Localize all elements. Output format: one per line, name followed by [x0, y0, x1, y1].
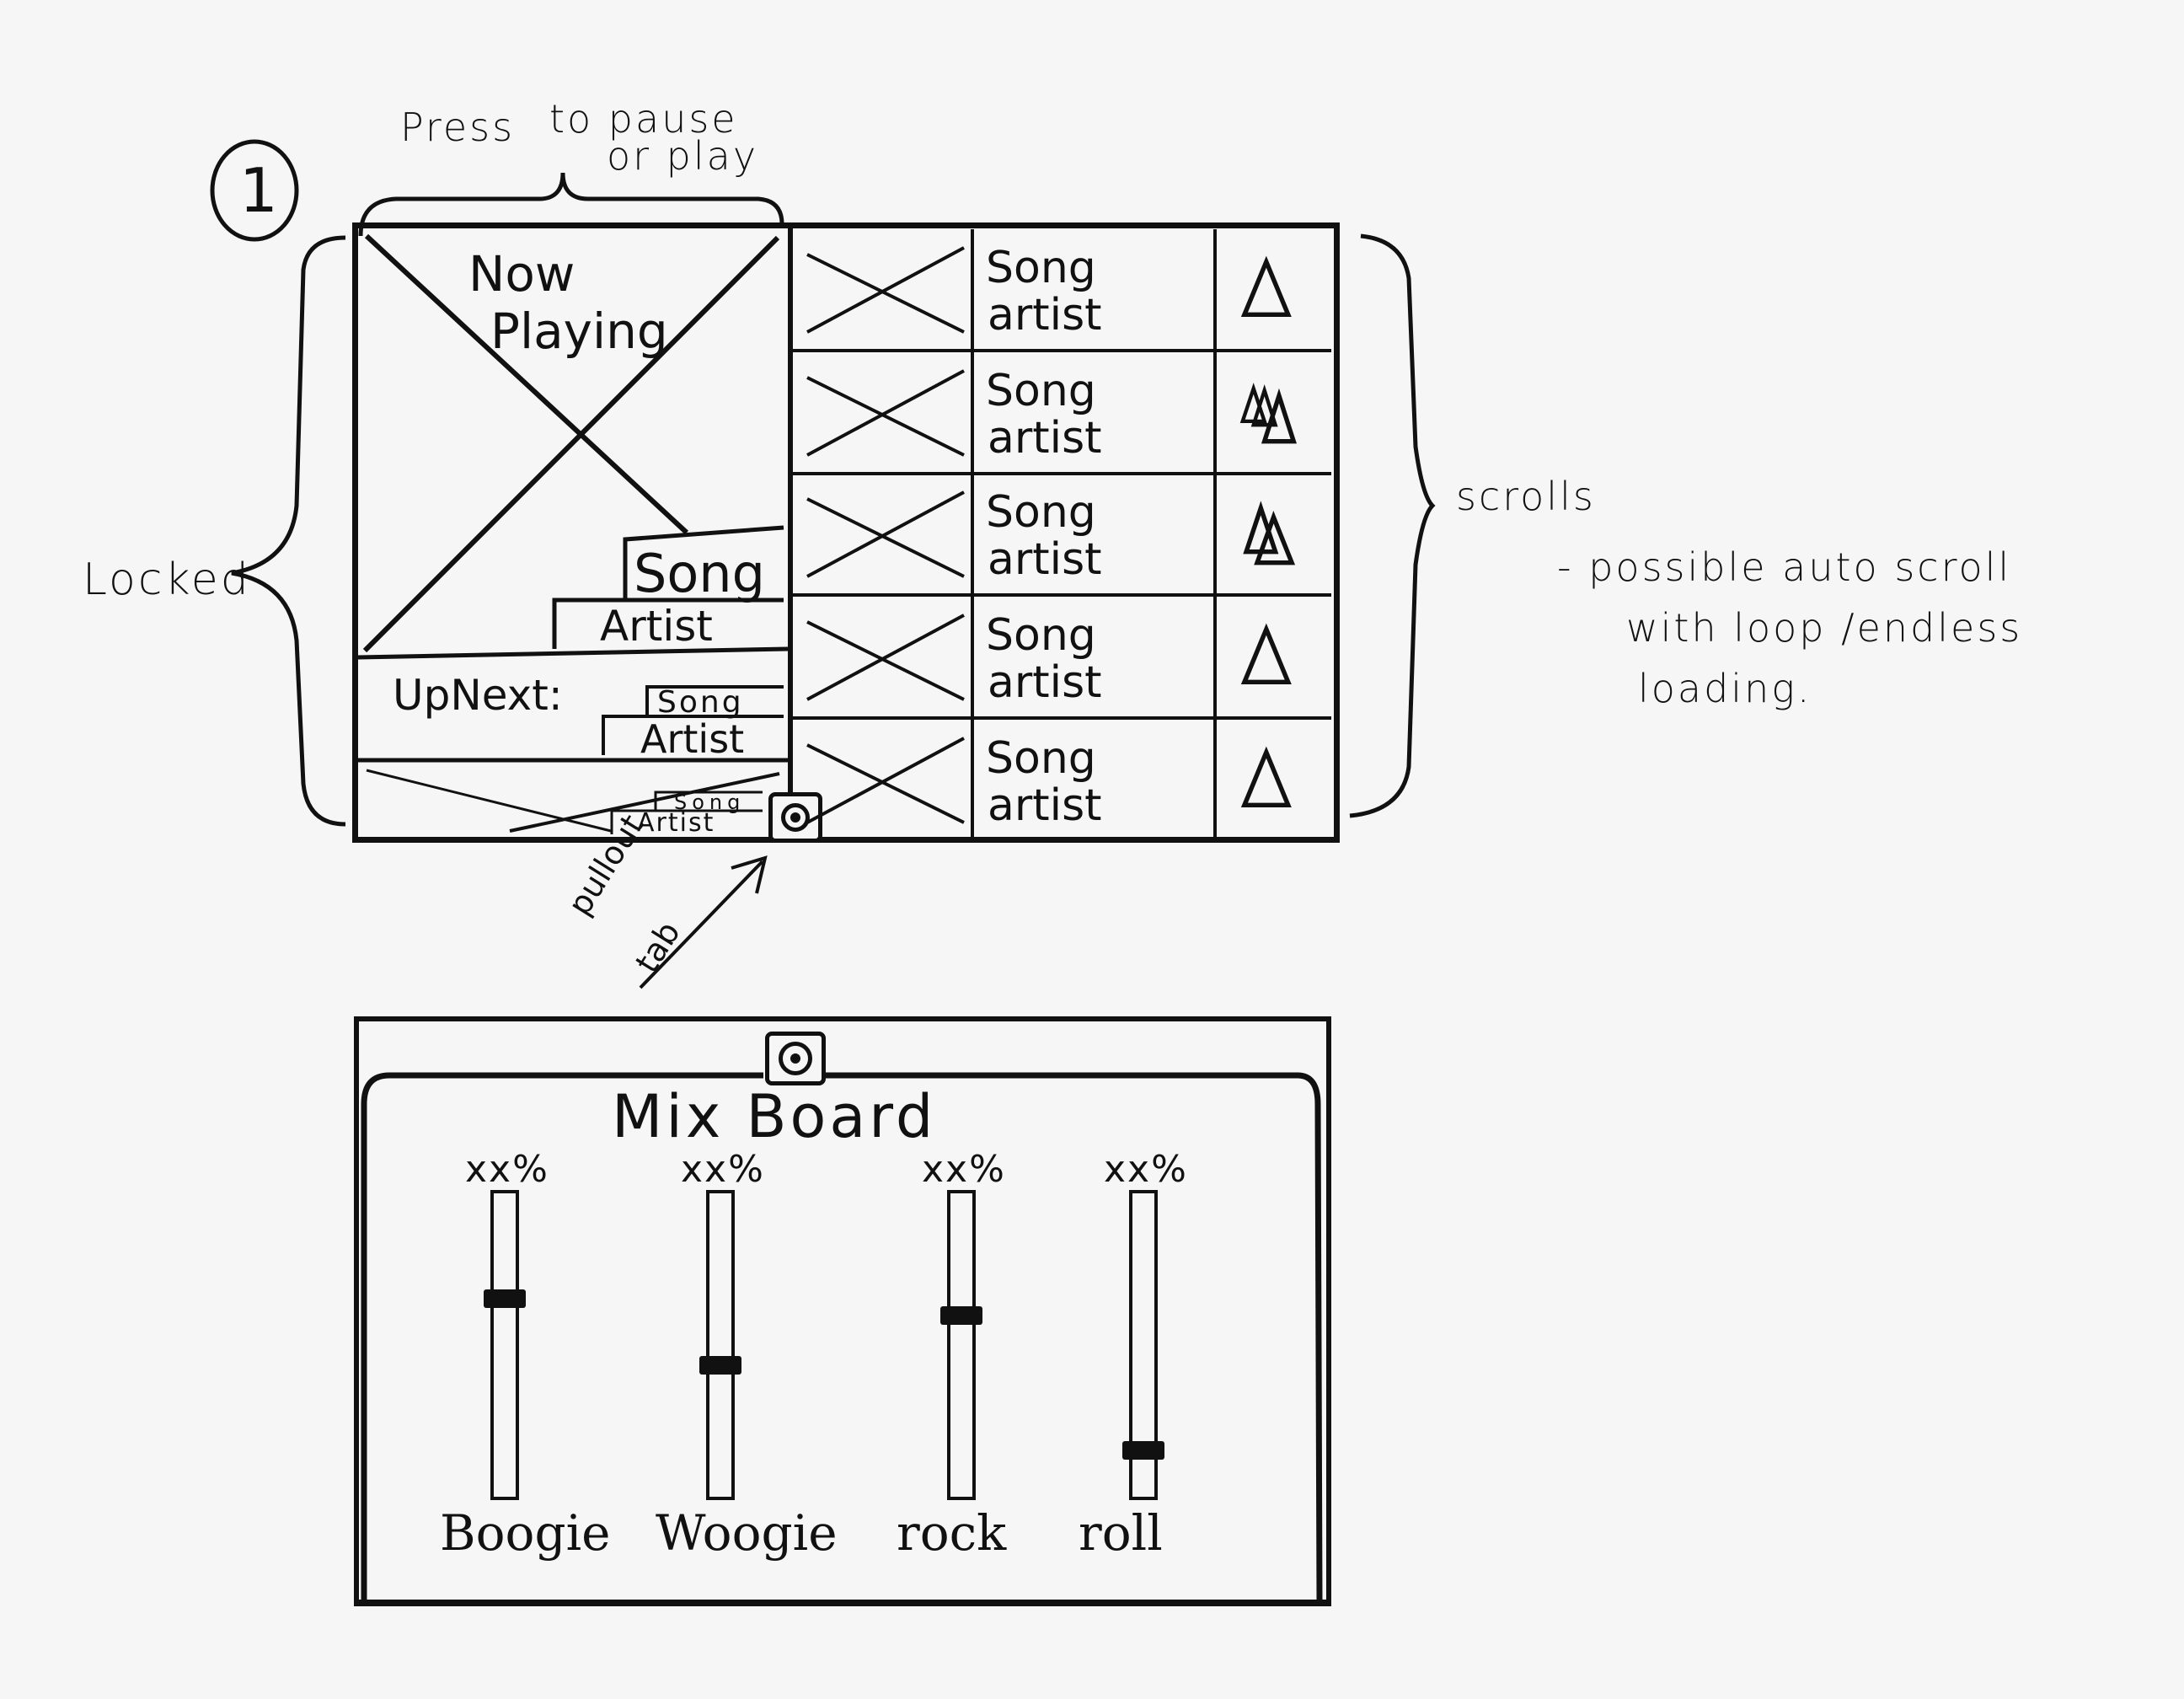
panel-divider — [788, 228, 793, 839]
now-playing-artwork[interactable] — [358, 229, 786, 657]
annotation-or-play: or play — [607, 133, 759, 179]
playlist-song-artist: artist — [988, 413, 1102, 464]
queued-song[interactable]: Song — [674, 791, 746, 814]
annotation-scroll-note-2: with loop /endless — [1626, 605, 2023, 651]
queued-artist[interactable]: Artist — [637, 808, 715, 838]
channel-percent: xx% — [681, 1148, 765, 1191]
channel-label: rock — [897, 1504, 1007, 1562]
single-triangle-icon[interactable] — [1230, 622, 1306, 689]
column-divider — [1213, 474, 1217, 595]
pullout-arrow — [639, 855, 768, 989]
playlist-song-title: Song — [986, 733, 1096, 784]
slider-knob[interactable] — [940, 1306, 982, 1325]
mixboard-title: Mix Board — [612, 1082, 937, 1151]
right-brace — [1349, 233, 1436, 818]
playlist-song-title: Song — [986, 610, 1096, 661]
single-triangle-icon[interactable] — [1230, 255, 1306, 322]
column-divider — [1213, 229, 1217, 351]
playlist-artwork — [799, 238, 972, 342]
mixboard-tab-icon — [779, 1042, 812, 1075]
double-triangle-icon[interactable] — [1230, 499, 1306, 566]
current-song-title: Song — [634, 543, 765, 604]
column-divider — [971, 720, 974, 841]
now-playing-label-1: Now — [468, 245, 575, 303]
player-screen — [352, 222, 1340, 843]
annotation-to-pause: to pause — [549, 96, 738, 142]
slider-knob[interactable] — [699, 1356, 741, 1375]
channel-percent: xx% — [1104, 1148, 1188, 1191]
slider-track — [947, 1190, 976, 1500]
annotation-scroll-note-1: - possible auto scroll — [1557, 544, 2012, 590]
playlist-song-title: Song — [986, 487, 1096, 538]
playlist-song-artist: artist — [988, 657, 1102, 708]
annotation-locked: Locked — [83, 555, 251, 605]
channel-percent: xx% — [465, 1148, 549, 1191]
playlist-song-title: Song — [986, 243, 1096, 293]
channel-label: Woogie — [656, 1504, 838, 1562]
slider-track — [706, 1190, 735, 1500]
playlist-song-title: Song — [986, 366, 1096, 416]
top-brace — [358, 172, 784, 237]
playlist-artwork — [799, 605, 972, 710]
mixboard-pullout-tab[interactable] — [765, 1032, 826, 1085]
column-divider — [971, 352, 974, 474]
current-song-artist: Artist — [600, 602, 713, 651]
column-divider — [971, 474, 974, 595]
channel-slider[interactable] — [940, 1190, 982, 1500]
annotation-scrolls: scrolls — [1456, 474, 1596, 519]
mixboard-screen — [354, 1016, 1331, 1606]
slider-track — [490, 1190, 519, 1500]
slider-knob[interactable] — [484, 1289, 526, 1308]
column-divider — [971, 597, 974, 718]
column-divider — [1213, 720, 1217, 841]
playlist-song-artist: artist — [988, 534, 1102, 585]
triple-triangle-icon[interactable] — [1230, 378, 1306, 445]
channel-slider[interactable] — [1122, 1190, 1164, 1500]
row-divider — [792, 593, 1331, 597]
column-divider — [971, 229, 974, 351]
column-divider — [1213, 352, 1217, 474]
playlist-artwork — [799, 361, 972, 465]
channel-label: Boogie — [440, 1504, 611, 1562]
row-divider — [792, 716, 1331, 720]
playlist-artwork — [799, 728, 972, 833]
playlist-song-artist: artist — [988, 290, 1102, 340]
column-divider — [1213, 597, 1217, 718]
up-next-label: UpNext: — [393, 671, 563, 720]
left-brace — [231, 235, 346, 827]
channel-slider[interactable] — [484, 1190, 526, 1500]
row-divider — [792, 349, 1331, 352]
playlist-song-artist: artist — [988, 780, 1102, 831]
row-divider — [792, 472, 1331, 475]
up-next-song[interactable]: Song — [657, 685, 744, 720]
single-triangle-icon[interactable] — [1230, 745, 1306, 812]
pullout-tab-icon — [781, 803, 810, 832]
channel-label: roll — [1079, 1504, 1163, 1562]
now-playing-label-2: Playing — [490, 303, 668, 360]
annotation-scroll-note-3: loading. — [1638, 666, 1812, 711]
playlist-artwork — [799, 482, 972, 587]
number-circle — [210, 139, 299, 242]
slider-knob[interactable] — [1122, 1441, 1164, 1460]
up-next-artist[interactable]: Artist — [640, 716, 745, 762]
sketch-number: 1 — [239, 155, 278, 226]
channel-slider[interactable] — [699, 1190, 741, 1500]
channel-percent: xx% — [922, 1148, 1006, 1191]
annotation-press: Press — [400, 105, 516, 150]
